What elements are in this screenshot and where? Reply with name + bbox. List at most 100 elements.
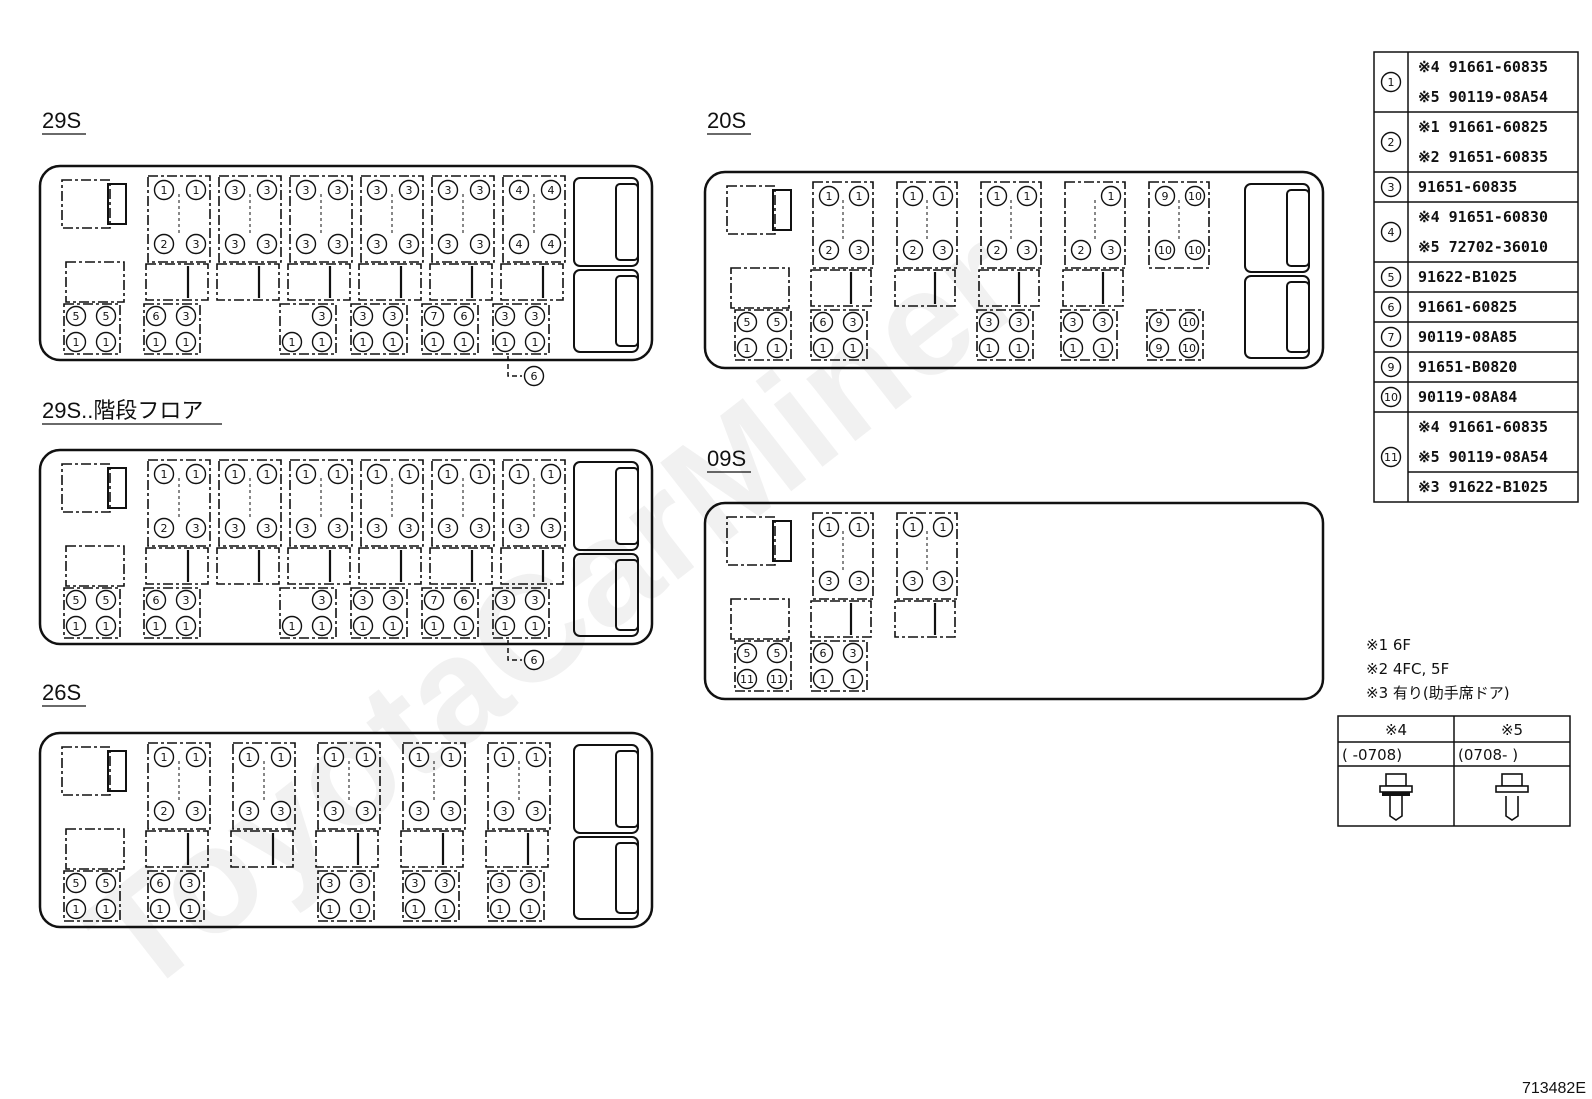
parts-row-1: 1※4 91661-60835※5 90119-08A54	[1380, 58, 1548, 106]
part-callout-circle: 1	[736, 337, 758, 359]
part-callout-number: 1	[986, 342, 993, 355]
part-callout-number: 3	[193, 805, 200, 818]
part-callout-number: 2	[1078, 244, 1085, 257]
part-callout-circle: 3	[398, 179, 420, 201]
part-callout-circle: 3	[437, 233, 459, 255]
part-number-text: ※5 90119-08A54	[1418, 448, 1548, 466]
entrance-area	[730, 598, 790, 640]
part-callout-circle: 1	[238, 746, 260, 768]
part-callout-number: 1	[826, 521, 833, 534]
part-callout-circle: 3	[469, 517, 491, 539]
part-callout-number: 2	[161, 238, 168, 251]
part-callout-circle: 9	[1380, 356, 1402, 378]
part-callout-number: 3	[232, 238, 239, 251]
part-callout-circle: 3	[382, 589, 404, 611]
part-callout-circle: 1	[469, 463, 491, 485]
part-callout-number: 3	[335, 238, 342, 251]
part-callout-circle: 3	[185, 233, 207, 255]
part-callout-number: 3	[502, 310, 509, 323]
part-callout-number: 3	[278, 805, 285, 818]
part-callout-number: 4	[516, 184, 523, 197]
part-callout-number: 3	[1108, 244, 1115, 257]
part-callout-number: 1	[360, 336, 367, 349]
part-callout-circle: 1	[508, 463, 530, 485]
part-callout-number: 1	[157, 903, 164, 916]
part-callout-circle: 3	[932, 239, 954, 261]
part-callout-circle: 1	[423, 615, 445, 637]
part-callout-circle: 10	[1178, 311, 1200, 333]
part-callout-circle: 1	[932, 185, 954, 207]
part-callout-circle: 3	[408, 800, 430, 822]
driver-seat	[726, 516, 792, 566]
part-callout-circle: 1	[524, 331, 546, 353]
bus-body-outline	[703, 170, 1325, 370]
part-callout-circle: 3	[1008, 311, 1030, 333]
part-callout-number: 3	[406, 522, 413, 535]
part-callout-number: 1	[390, 620, 397, 633]
part-callout-circle: 1	[65, 898, 87, 920]
part-callout-number: 3	[406, 238, 413, 251]
bus-body-outline	[38, 731, 654, 929]
part-callout-number: 2	[994, 244, 1001, 257]
part-callout-circle: 3	[270, 800, 292, 822]
part-callout-number: 5	[744, 316, 751, 329]
part-callout-number: 3	[532, 310, 539, 323]
part-callout-number: 1	[532, 336, 539, 349]
part-callout-circle: 1	[494, 615, 516, 637]
part-callout-circle: 1	[848, 516, 870, 538]
part-callout-circle: 5	[95, 872, 117, 894]
part-callout-number: 3	[477, 238, 484, 251]
part-callout-number: 3	[319, 594, 326, 607]
part-callout-number: 1	[820, 342, 827, 355]
entrance-area	[65, 545, 125, 587]
part-callout-circle: 3	[366, 179, 388, 201]
part-callout-number: 3	[532, 594, 539, 607]
part-callout-number: 1	[850, 342, 857, 355]
part-callout-number: 1	[73, 903, 80, 916]
part-callout-circle: 1	[153, 463, 175, 485]
entrance-area	[65, 828, 125, 870]
part-callout-number: 3	[303, 522, 310, 535]
part-callout-number: 5	[103, 877, 110, 890]
part-callout-number: 5	[1388, 271, 1395, 284]
part-callout-circle: 1	[398, 463, 420, 485]
part-callout-circle: 1	[349, 898, 371, 920]
rear-bench	[573, 177, 639, 353]
part-callout-number: 1	[357, 903, 364, 916]
part-callout-circle: 3	[355, 800, 377, 822]
part-number-text: 90119-08A85	[1418, 328, 1517, 346]
part-callout-number: 1	[431, 336, 438, 349]
part-callout-number: 1	[1108, 190, 1115, 203]
part-callout-circle: 3	[1092, 311, 1114, 333]
part-callout-number: 1	[502, 620, 509, 633]
part-callout-circle: 5	[766, 311, 788, 333]
part-callout-number: 6	[820, 316, 827, 329]
part-callout-circle: 10	[1184, 185, 1206, 207]
part-callout-number: 1	[826, 190, 833, 203]
part-callout-circle: 2	[153, 517, 175, 539]
part-callout-circle: 3	[311, 589, 333, 611]
part-callout-number: 3	[856, 244, 863, 257]
part-callout-circle: 1	[145, 331, 167, 353]
part-callout-circle: 1	[153, 746, 175, 768]
part-callout-number: 3	[374, 522, 381, 535]
part-callout-number: 11	[740, 673, 754, 686]
watermark-text: ToyotaCarMiner	[56, 197, 1050, 1026]
part-callout-circle: 11	[1380, 446, 1402, 468]
part-callout-circle: 3	[437, 517, 459, 539]
part-callout-number: 1	[532, 620, 539, 633]
part-callout-number: 1	[153, 336, 160, 349]
part-callout-circle: 9	[1148, 311, 1170, 333]
part-callout-number: 6	[153, 310, 160, 323]
part-callout-number: 5	[744, 647, 751, 660]
part-callout-number: 6	[153, 594, 160, 607]
part-callout-circle: 1	[323, 746, 345, 768]
